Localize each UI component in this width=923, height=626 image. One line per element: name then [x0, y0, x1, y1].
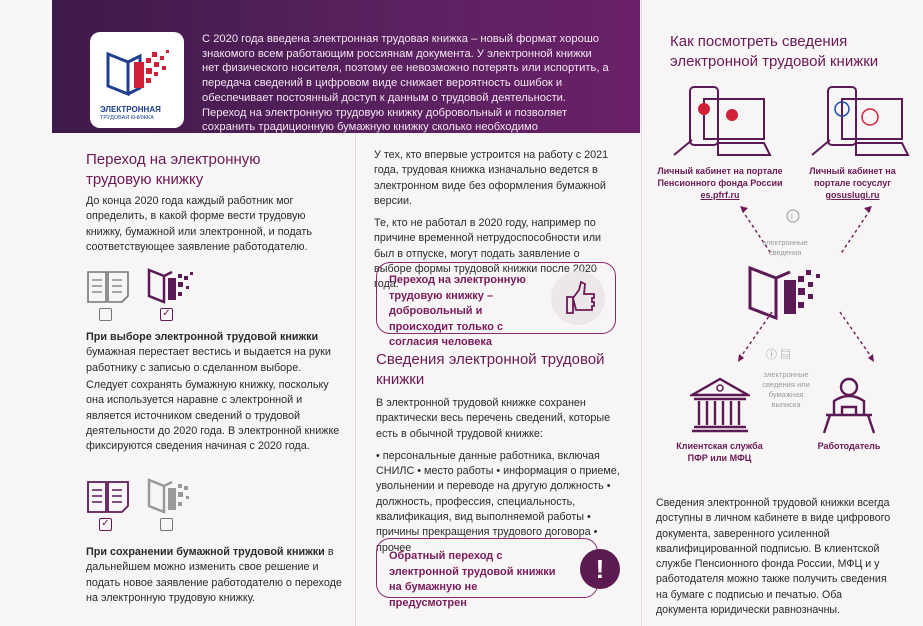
section-title: Как посмотреть сведения электронной труд… — [670, 33, 879, 70]
callout-no-return: Обратный переход с электронной трудовой … — [376, 538, 598, 609]
logo-title: ЭЛЕКТРОННАЯ — [100, 105, 161, 114]
choice-electronic: При выборе электронной трудовой книжки б… — [86, 330, 344, 376]
office-label: Клиентская служба ПФР или МФЦ — [676, 441, 763, 463]
choice-text: бумажная перестает вестись и выдается на… — [86, 346, 331, 374]
label-electronic: электронные сведения — [762, 238, 808, 257]
employer-icon — [822, 377, 876, 434]
electronic-book-icon — [147, 478, 189, 514]
etk-logo: ЭЛЕКТРОННАЯ ТРУДОВАЯ КНИЖКА — [90, 32, 184, 128]
callout-text: Обратный переход с электронной трудовой … — [389, 550, 556, 609]
paragraph: В электронной трудовой книжке сохранен п… — [376, 397, 611, 440]
details-list: • персональные данные работника, включая… — [376, 449, 620, 554]
callout-voluntary: Переход на электронную трудовую книжку –… — [376, 262, 616, 348]
middle-text-2: В электронной трудовой книжке сохранен п… — [376, 396, 624, 563]
choice-paper: При сохранении бумажной трудовой книжки … — [86, 545, 344, 606]
thumbs-up-icon — [551, 271, 605, 325]
info-doc-icons: ⓘ ▤ — [766, 349, 792, 361]
pfr-caption: Личный кабинет на портале Пенсионного фо… — [657, 166, 783, 188]
book-pixels-icon — [106, 50, 169, 97]
callout-text: Переход на электронную трудовую книжку –… — [389, 274, 526, 348]
intro-text: С 2020 года введена электронная трудовая… — [202, 33, 609, 134]
middle-text: У тех, кто впервые устроится на работу с… — [374, 148, 620, 300]
section-title: Переход на электронную трудовую книжку — [86, 151, 261, 188]
paragraph: Следует сохранять бумажную книжку, поско… — [86, 379, 340, 453]
paper-book-icon — [87, 271, 129, 303]
choice-heading: При выборе электронной трудовой книжки — [86, 331, 319, 343]
choice-heading: При сохранении бумажной трудовой книжки — [86, 546, 325, 558]
paper-checkbox — [99, 308, 112, 321]
gos-portal: Личный кабинет на портале госуслуг gosus… — [795, 165, 910, 201]
electronic-checkbox-checked: ✓ — [160, 308, 173, 321]
svg-text:i: i — [791, 212, 793, 221]
right-text: Сведения электронной трудовой книжки все… — [656, 497, 891, 617]
employer-label: Работодатель — [817, 441, 881, 451]
electronic-checkbox — [160, 518, 173, 531]
office-building-icon — [690, 377, 750, 433]
choice-text: в дальнейшем можно изменить свое решение… — [86, 546, 342, 604]
gos-caption: Личный кабинет на портале госуслуг — [809, 166, 896, 188]
gos-link[interactable]: gosuslugi.ru — [825, 190, 880, 200]
paper-checkbox-checked: ✓ — [99, 518, 112, 531]
paper-book-icon — [87, 481, 129, 513]
electronic-book-icon — [748, 265, 820, 321]
logo-subtitle: ТРУДОВАЯ КНИЖКА — [100, 115, 154, 121]
section-title: Сведения электронной трудовой книжки — [376, 351, 605, 388]
pfr-devices-icon — [673, 86, 772, 156]
fold-line — [355, 0, 356, 626]
paragraph: Те, кто не работал в 2020 году, например… — [374, 217, 602, 291]
paragraph: У тех, кто впервые устроится на работу с… — [374, 149, 609, 207]
pfr-link[interactable]: es.pfrf.ru — [700, 190, 740, 200]
paragraph: До конца 2020 года каждый работник мог о… — [86, 195, 312, 253]
electronic-book-icon — [147, 268, 193, 304]
flow-arrows: i — [738, 206, 874, 362]
pfr-portal: Личный кабинет на портале Пенсионного фо… — [655, 165, 785, 201]
gosuslugi-devices-icon — [811, 86, 910, 156]
fold-line — [641, 0, 642, 626]
label-both: электронные сведения или бумажная выписк… — [762, 370, 810, 409]
warning-icon: ! — [580, 549, 620, 589]
